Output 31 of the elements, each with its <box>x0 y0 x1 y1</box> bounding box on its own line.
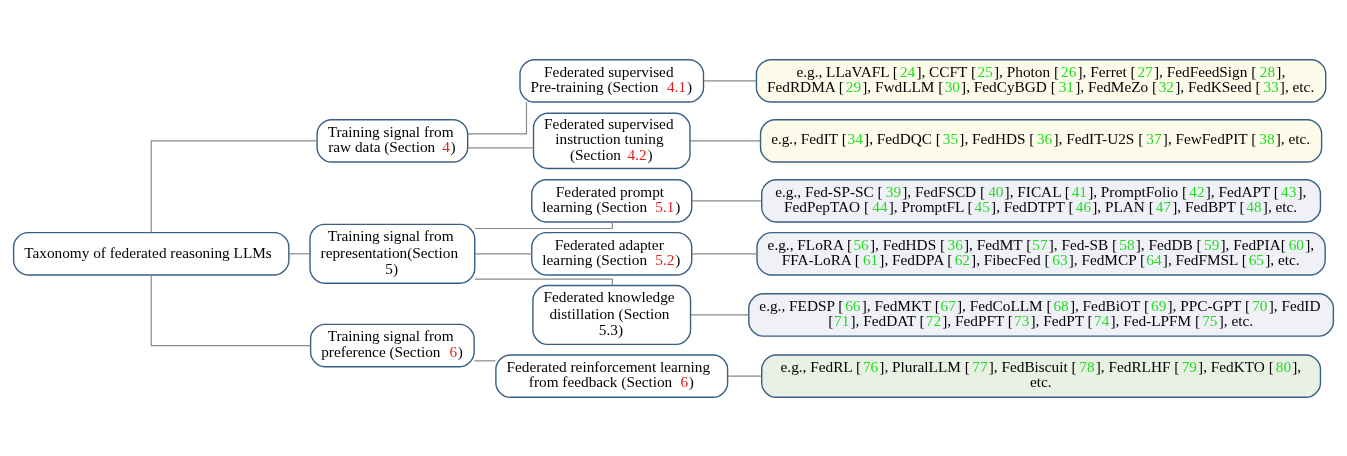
connector <box>467 146 535 148</box>
node-box: Federated supervised instruction tuning (Section 4.2) <box>532 112 691 169</box>
node-box: e.g., FedIT [34], FedDQC [35], FedHDS [36], FedIT-U2S [37], FewFedPIT [38], etc. <box>759 118 1323 163</box>
connector <box>727 375 763 377</box>
connector <box>690 313 750 316</box>
node-box: Training signal from preference (Section 6) <box>309 323 475 367</box>
node-box: e.g., Fed-SP-SC [39], FedFSCD [40], FICAL [41], PromptFolio [42], FedAPT [43], FedPepTAO [44], PromptFL [45], FedDTPT [46], PLAN [47], FedBPT [48], etc. <box>761 178 1322 223</box>
node-box: e.g., FedRL [76], PluralLLM [77], FedBiscuit [78], FedRLHF [79], FedKTO [80], etc. <box>761 353 1322 398</box>
node-box: Training signal from representation(Section 5) <box>309 223 476 284</box>
connector <box>467 101 528 134</box>
connector <box>150 274 311 346</box>
node-box: Federated adapter learning (Section 5.2) <box>531 231 693 276</box>
node-box: Taxonomy of federated reasoning LLMs <box>12 231 290 276</box>
connector <box>689 139 762 141</box>
node-box: e.g., LLaVAFL [24], CCFT [25], Photon [26], Ferret [27], FedFeedSign [28], FedRDMA [29], FwdLLM [30], FedCyBGD [31], FedMeZo [32], FedKSeed [33], etc. <box>755 58 1327 103</box>
connector <box>691 199 763 201</box>
connector <box>474 221 613 229</box>
node-box: Federated prompt learning (Section 5.1) <box>531 178 693 223</box>
connector <box>473 359 497 361</box>
connector <box>474 252 533 254</box>
node-box: Training signal from raw data (Section 4) <box>316 118 469 163</box>
connector <box>150 139 318 233</box>
connector <box>474 278 613 286</box>
node-box: e.g., FEDSP [66], FedMKT [67], FedCoLLM [68], FedBiOT [69], PPC-GPT [70], FedID [71], FedDAT [72], FedPFT [73], FedPT [74], Fed-LPFM [75], etc. <box>748 292 1335 337</box>
node-box: Federated supervised Pre-training (Section 4.1) <box>519 58 705 103</box>
node-box: e.g., FLoRA [56], FedHDS [36], FedMT [57], Fed-SB [58], FedDB [59], FedPIA[60], FFA-LoRA [61], FedDPA [62], FibecFed [63], FedMCP [64], FedFMSL [65], etc. <box>756 231 1326 276</box>
connector <box>703 79 757 81</box>
connector <box>691 252 758 254</box>
node-box: Federated reinforcement learning from feedback (Section 6) <box>495 353 729 398</box>
connector <box>288 252 311 254</box>
node-box: Federated knowledge distillation (Section 5.3) <box>532 284 692 345</box>
